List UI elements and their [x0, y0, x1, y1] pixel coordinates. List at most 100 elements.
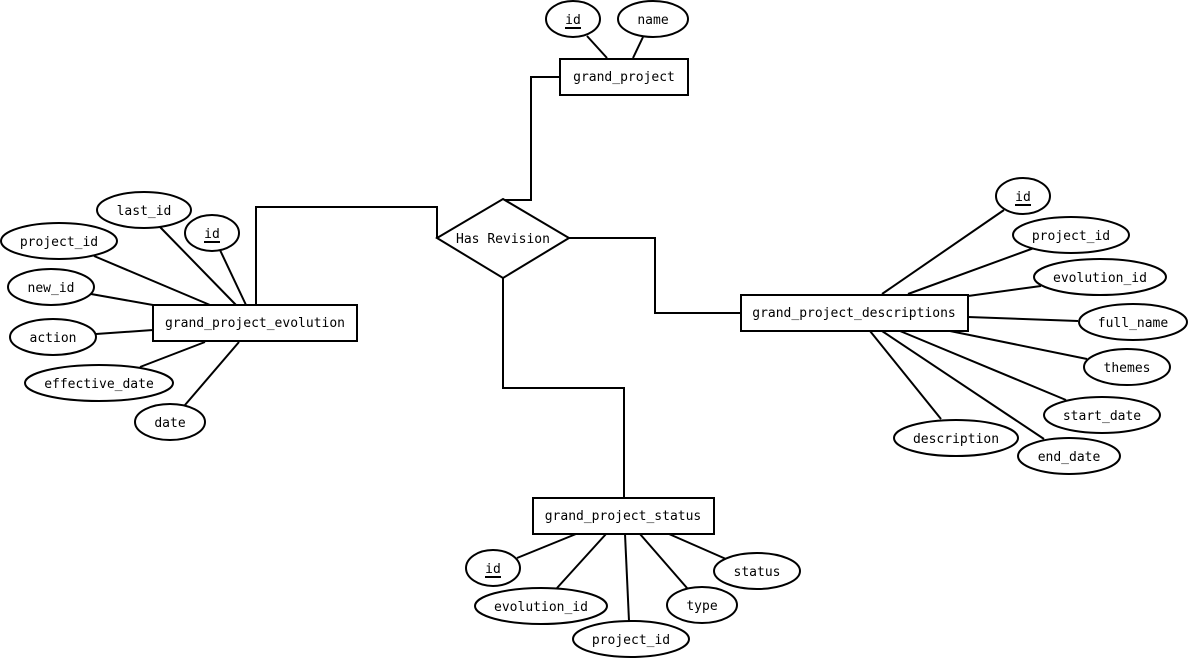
attribute-evolution-date: date	[134, 403, 206, 441]
attribute-status-id: id	[465, 549, 521, 587]
link-descriptions-start-date	[899, 330, 1067, 401]
attribute-label: date	[154, 416, 185, 431]
attribute-label: evolution_id	[1053, 271, 1147, 286]
entity-box	[532, 497, 715, 535]
entity-label: grand_project_descriptions	[752, 306, 956, 321]
attribute-ellipse	[995, 177, 1051, 215]
attribute-label-key: id	[1015, 190, 1031, 205]
link-descriptions-evolution-id	[967, 285, 1042, 297]
attribute-ellipse	[572, 620, 690, 658]
link-descriptions-id	[881, 209, 1005, 295]
attribute-ellipse	[1033, 258, 1167, 296]
entity-box	[559, 58, 689, 96]
attribute-ellipse	[184, 214, 240, 252]
relationship-diamond	[435, 197, 571, 280]
relationship-has-revision: Has Revision	[435, 197, 571, 280]
attribute-grand-project-name: name	[617, 0, 689, 38]
link-status-evolution-id	[556, 533, 607, 589]
link-descriptions-description	[869, 330, 942, 420]
attribute-label: full_name	[1098, 316, 1169, 331]
connectors	[90, 35, 1088, 622]
link-revision-evolution	[255, 206, 438, 305]
attribute-ellipse	[713, 552, 801, 590]
link-descriptions-project-id	[907, 247, 1035, 295]
attribute-label: project_id	[592, 633, 670, 648]
link-status-type	[639, 533, 688, 589]
link-revision-status	[502, 278, 625, 498]
attribute-ellipse	[617, 0, 689, 38]
attribute-status-status: status	[713, 552, 801, 590]
attribute-descriptions-start-date: start_date	[1043, 396, 1161, 434]
attribute-evolution-project-id: project_id	[0, 222, 118, 260]
attribute-status-project-id: project_id	[572, 620, 690, 658]
link-revision-grand-project	[503, 76, 560, 201]
link-grand-project-name	[632, 36, 644, 59]
entity-grand-project: grand_project	[559, 58, 689, 96]
attribute-label: project_id	[1032, 229, 1110, 244]
link-evolution-action	[95, 329, 154, 335]
entity-label: grand_project	[573, 70, 675, 85]
attribute-ellipse	[9, 318, 97, 356]
attribute-label-key: id	[565, 13, 581, 28]
attribute-ellipse	[465, 549, 521, 587]
entity-box	[740, 294, 969, 332]
entity-label: grand_project_evolution	[165, 316, 345, 331]
link-status-id	[516, 533, 577, 559]
relationship-label: Has Revision	[456, 232, 550, 247]
link-evolution-id	[219, 249, 247, 306]
attribute-evolution-effective-date: effective_date	[24, 364, 174, 402]
entity-grand-project-evolution: grand_project_evolution	[152, 304, 358, 342]
link-status-project-id	[624, 533, 630, 622]
attribute-evolution-action: action	[9, 318, 97, 356]
attribute-label: new_id	[28, 281, 75, 296]
attribute-ellipse	[1043, 396, 1161, 434]
attribute-label: effective_date	[44, 377, 154, 392]
link-descriptions-themes	[949, 330, 1088, 360]
attribute-ellipse	[545, 0, 601, 38]
attribute-label: status	[734, 565, 781, 580]
attribute-descriptions-full-name: full_name	[1078, 303, 1188, 341]
attribute-evolution-last-id: last_id	[96, 191, 192, 229]
attribute-ellipse	[893, 419, 1019, 457]
attribute-label: name	[637, 13, 668, 28]
attribute-ellipse	[474, 587, 608, 625]
link-status-status	[668, 533, 727, 560]
attribute-label: project_id	[20, 235, 98, 250]
attribute-ellipse	[7, 268, 95, 306]
attribute-label: last_id	[117, 204, 172, 219]
link-evolution-date	[184, 341, 240, 406]
attribute-ellipse	[1012, 216, 1130, 254]
attribute-label: evolution_id	[494, 600, 588, 615]
attribute-label: themes	[1104, 361, 1151, 376]
link-descriptions-full-name	[967, 316, 1079, 322]
attribute-ellipse	[1017, 437, 1121, 475]
entity-grand-project-descriptions: grand_project_descriptions	[740, 294, 969, 332]
attribute-ellipse	[96, 191, 192, 229]
attribute-status-evolution-id: evolution_id	[474, 587, 608, 625]
attribute-descriptions-evolution-id: evolution_id	[1033, 258, 1167, 296]
attribute-label: end_date	[1038, 450, 1101, 465]
attribute-descriptions-themes: themes	[1083, 348, 1171, 386]
attribute-label: action	[30, 331, 77, 346]
attribute-label-key: id	[485, 562, 501, 577]
link-revision-descriptions	[569, 237, 741, 314]
entity-grand-project-status: grand_project_status	[532, 497, 715, 535]
link-evolution-new-id	[90, 293, 154, 306]
attribute-status-type: type	[666, 586, 738, 624]
attribute-descriptions-project-id: project_id	[1012, 216, 1130, 254]
attribute-ellipse	[0, 222, 118, 260]
attribute-grand-project-id: id	[545, 0, 601, 38]
attribute-ellipse	[666, 586, 738, 624]
attribute-ellipse	[1083, 348, 1171, 386]
attribute-ellipse	[134, 403, 206, 441]
entity-label: grand_project_status	[545, 509, 702, 524]
attribute-label: description	[913, 432, 999, 447]
attribute-descriptions-id: id	[995, 177, 1051, 215]
attribute-ellipse	[24, 364, 174, 402]
attribute-label: type	[686, 599, 717, 614]
attribute-ellipse	[1078, 303, 1188, 341]
attribute-evolution-id: id	[184, 214, 240, 252]
attribute-label-key: id	[204, 227, 220, 242]
attribute-label: start_date	[1063, 409, 1141, 424]
